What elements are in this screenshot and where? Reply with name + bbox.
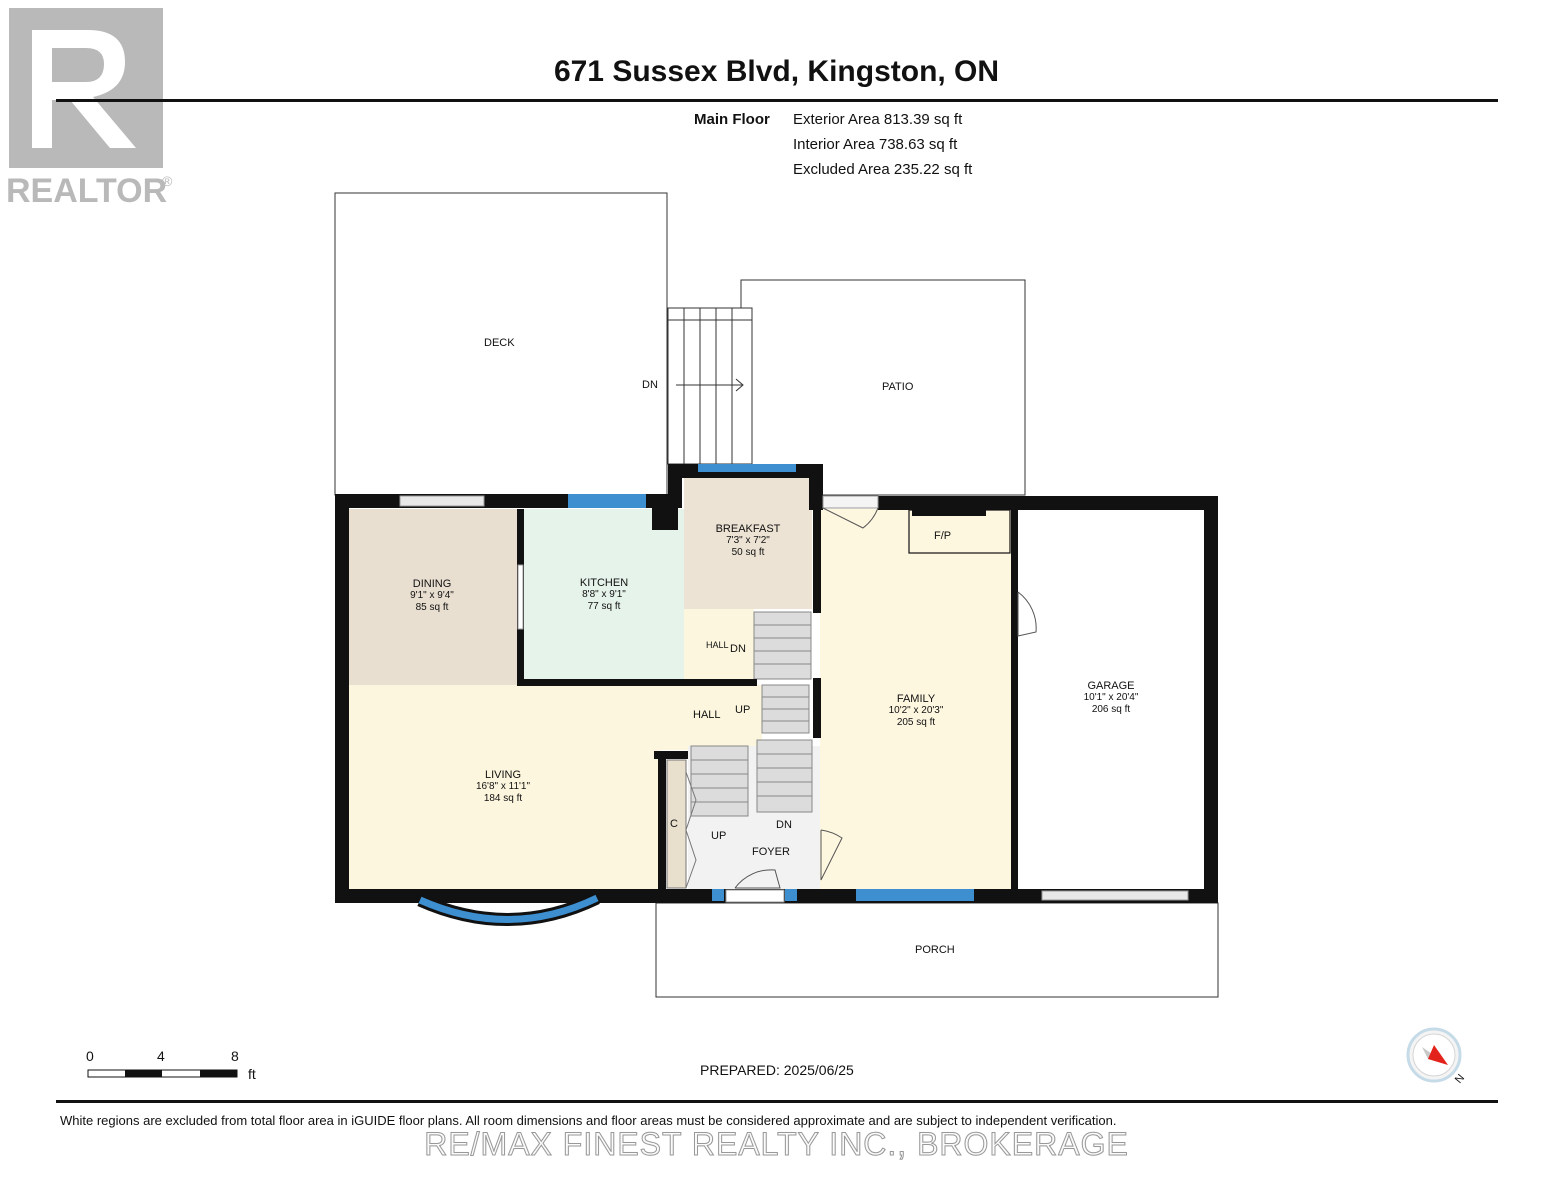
footer-divider — [56, 1100, 1498, 1103]
garage-label: GARAGE 10'1" x 20'4" 206 sq ft — [1061, 680, 1161, 716]
living-label: LIVING 16'8" x 11'1" 184 sq ft — [453, 769, 553, 805]
deck-label: DECK — [484, 337, 515, 349]
windows — [568, 464, 974, 901]
fireplace-label: F/P — [934, 530, 952, 542]
living-fill — [347, 685, 660, 890]
scale-unit: ft — [248, 1066, 256, 1082]
dining-door-opening — [399, 495, 485, 507]
kitchen-area: 77 sq ft — [587, 601, 621, 612]
hall-label: HALL — [693, 709, 721, 721]
closet-label: C — [670, 818, 678, 830]
scale-tick-4: 4 — [157, 1048, 165, 1064]
kitchen-label: KITCHEN 8'8" x 9'1" 77 sq ft — [554, 577, 654, 613]
hall-dn-label: DN — [730, 643, 746, 655]
breakfast-area: 50 sq ft — [731, 547, 765, 558]
garage-name: GARAGE — [1087, 680, 1135, 692]
kitchen-name: KITCHEN — [579, 577, 629, 589]
scale-tick-0: 0 — [86, 1048, 94, 1064]
family-area: 205 sq ft — [896, 717, 936, 728]
garage-dims: 10'1" x 20'4" — [1083, 692, 1139, 703]
dining-label: DINING 9'1" x 9'4" 85 sq ft — [382, 578, 482, 614]
kitchen-fill — [524, 509, 684, 679]
foyer-label: FOYER — [752, 846, 790, 858]
interior-area: Interior Area 738.63 sq ft — [793, 136, 958, 153]
dining-dims: 9'1" x 9'4" — [410, 590, 454, 601]
deck-area — [334, 192, 668, 496]
deck-stairs — [667, 307, 753, 465]
front-door-opening — [725, 889, 785, 903]
foyer-up-label: UP — [711, 830, 727, 842]
floor-plan — [334, 192, 1219, 998]
hall-upper-fill — [684, 609, 754, 679]
porch-area — [655, 902, 1219, 998]
excluded-area: Excluded Area 235.22 sq ft — [793, 161, 973, 178]
breakfast-dims: 7'3" x 7'2" — [726, 535, 770, 546]
kitchen-opening — [517, 564, 524, 630]
breakfast-label: BREAKFAST 7'3" x 7'2" 50 sq ft — [698, 523, 798, 559]
dining-area: 85 sq ft — [415, 602, 449, 613]
prepared-date: PREPARED: 2025/06/25 — [700, 1062, 854, 1078]
patio-area — [740, 279, 1026, 496]
breakfast-fill — [684, 477, 812, 609]
svg-text:®: ® — [162, 173, 173, 189]
floor-label: Main Floor — [694, 111, 770, 128]
hall-fill — [660, 685, 762, 750]
exterior-area: Exterior Area 813.39 sq ft — [793, 111, 963, 128]
porch-label: PORCH — [915, 944, 955, 956]
living-dims: 16'8" x 11'1" — [475, 781, 531, 792]
svg-text:REALTOR: REALTOR — [6, 172, 167, 210]
living-area: 184 sq ft — [483, 793, 523, 804]
scale-bar — [87, 1069, 238, 1078]
dining-fill — [347, 509, 517, 685]
header-divider — [56, 99, 1498, 102]
patio-label: PATIO — [882, 381, 914, 393]
breakfast-name: BREAKFAST — [715, 523, 781, 535]
realtor-logo: REALTOR ® — [6, 8, 173, 210]
foyer-dn-label: DN — [776, 819, 792, 831]
scale-tick-8: 8 — [231, 1048, 239, 1064]
family-label: FAMILY 10'2" x 20'3" 205 sq ft — [866, 693, 966, 729]
disclaimer-text: White regions are excluded from total fl… — [60, 1113, 1117, 1128]
kitchen-dims: 8'8" x 9'1" — [582, 589, 626, 600]
family-dims: 10'2" x 20'3" — [888, 705, 944, 716]
interior-stairs — [690, 611, 813, 817]
garage-door-opening — [1041, 890, 1189, 901]
family-door-opening — [822, 495, 879, 509]
closet-fill — [666, 759, 687, 889]
family-name: FAMILY — [896, 693, 936, 705]
dining-name: DINING — [412, 578, 452, 590]
page-title: 671 Sussex Blvd, Kingston, ON — [553, 55, 1000, 88]
garage-area: 206 sq ft — [1091, 704, 1131, 715]
brokerage-watermark: RE/MAX FINEST REALTY INC., BROKERAGE — [424, 1126, 1129, 1163]
family-fill — [820, 509, 1011, 890]
stairs-up-label: UP — [735, 704, 751, 716]
hall-upper-label: HALL — [706, 640, 729, 650]
compass-icon — [1406, 1027, 1462, 1083]
deck-stairs-dn-label: DN — [642, 379, 658, 391]
living-name: LIVING — [484, 769, 522, 781]
